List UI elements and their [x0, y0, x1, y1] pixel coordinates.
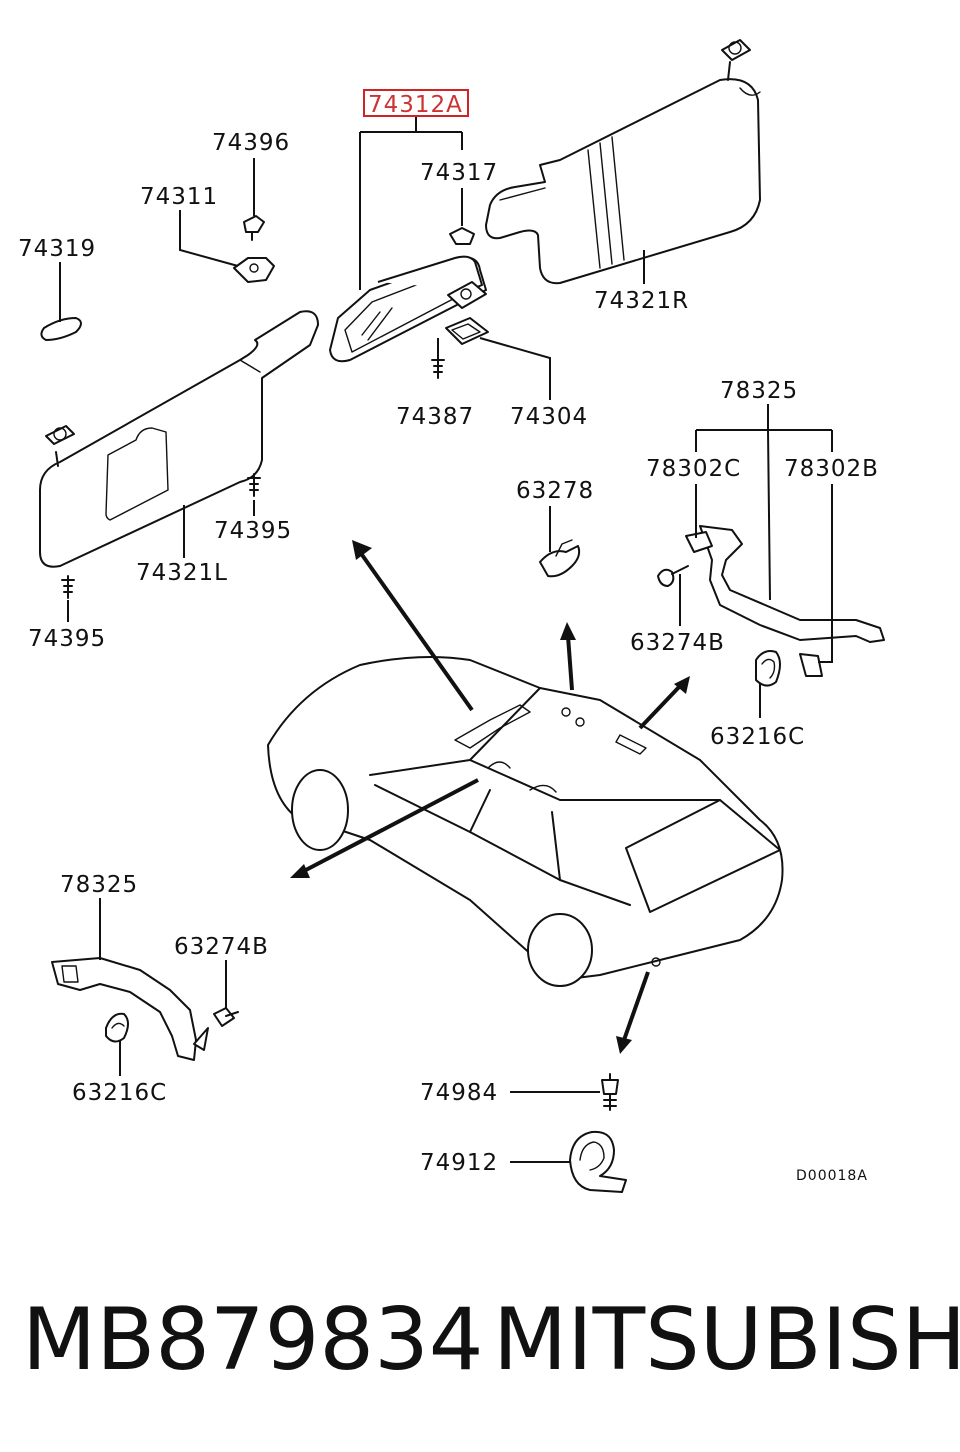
callout-74396: 74396: [212, 130, 290, 156]
callout-74395-upper: 74395: [214, 518, 292, 544]
footer: MB879834 MITSUBISHI: [0, 1285, 960, 1395]
callout-74387: 74387: [396, 404, 474, 430]
screw-63274B-upper: [657, 565, 689, 587]
part-number: MB879834: [22, 1290, 484, 1390]
brand-name: MITSUBISHI: [493, 1290, 960, 1390]
highlight-box: [363, 89, 469, 117]
mirror-screw-74387: [431, 355, 445, 379]
stud-74984: [601, 1073, 619, 1111]
callout-74321L: 74321L: [136, 560, 228, 586]
assist-grip-right: [685, 525, 885, 677]
hook-74912: [569, 1130, 627, 1193]
clip-63278: [539, 539, 581, 578]
callout-78325-upper: 78325: [720, 378, 798, 404]
clip-74396: [243, 215, 265, 241]
callout-74312A: 74312A: [368, 92, 463, 118]
callout-63274B-lower: 63274B: [174, 934, 269, 960]
rearview-mirror: [329, 255, 489, 363]
sun-visor-right: [485, 39, 761, 285]
callout-78302C: 78302C: [646, 456, 741, 482]
assist-grip-left: [51, 957, 209, 1061]
cap-74319: [40, 317, 82, 341]
clip-74317: [449, 227, 475, 245]
callout-74321R: 74321R: [594, 288, 689, 314]
leader-lines: [59, 116, 833, 1163]
callout-78302B: 78302B: [784, 456, 879, 482]
callout-74311: 74311: [140, 184, 218, 210]
car-outline: [267, 655, 784, 987]
callout-74319: 74319: [18, 236, 96, 262]
screw-74395-lower: [61, 575, 75, 599]
diagram-code: D00018A: [796, 1168, 868, 1184]
parts-diagram: 74312A 74396 74317 74311 74319 74321R 74…: [18, 39, 885, 1193]
screw-63274B-lower: [213, 1007, 239, 1027]
callout-74317: 74317: [420, 160, 498, 186]
callout-74395-lower: 74395: [28, 626, 106, 652]
callout-63278: 63278: [516, 478, 594, 504]
cap-63216C-upper: [755, 650, 781, 687]
callout-74984: 74984: [420, 1080, 498, 1106]
screw-74395-upper: [247, 473, 261, 497]
callout-74304: 74304: [510, 404, 588, 430]
callout-63216C-upper: 63216C: [710, 724, 805, 750]
callout-78325-lower: 78325: [60, 872, 138, 898]
callout-63216C-lower: 63216C: [72, 1080, 167, 1106]
cap-63216C-lower: [105, 1012, 129, 1043]
callout-63274B-upper: 63274B: [630, 630, 725, 656]
holder-74311: [233, 257, 275, 283]
callout-74912: 74912: [420, 1150, 498, 1176]
pointer-arrows: [290, 540, 690, 1054]
sun-visor-left: [39, 310, 319, 568]
